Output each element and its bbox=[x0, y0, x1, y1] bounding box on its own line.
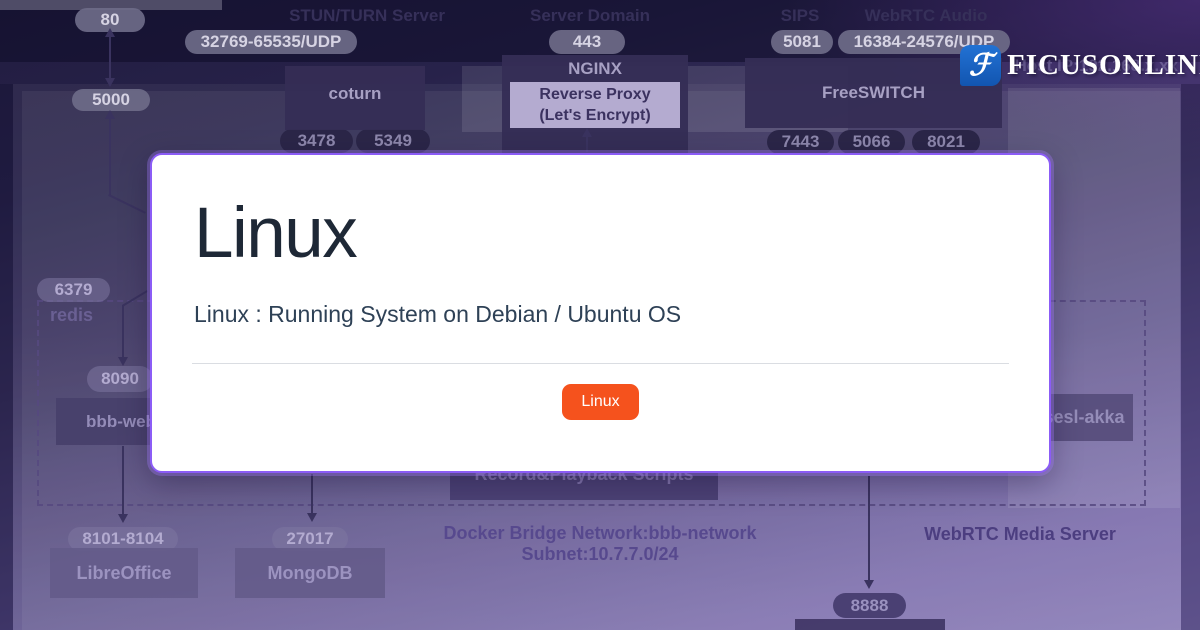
port-pill-5000: 5000 bbox=[72, 89, 150, 111]
arrow-to-8888-line bbox=[868, 476, 870, 583]
card-actions: Linux bbox=[152, 383, 1049, 420]
arrowhead-down-icon bbox=[105, 78, 115, 87]
arrowhead-down-icon bbox=[118, 357, 128, 366]
label-docker-network: Docker Bridge Network:bbb-network bbox=[443, 523, 757, 543]
node-media-server-box bbox=[795, 619, 945, 630]
port-pill-3478: 3478 bbox=[280, 129, 353, 153]
label-host-ip: Host IP:192.168.x.xx bbox=[1014, 56, 1178, 75]
arrow-to-mongodb-line bbox=[311, 474, 313, 516]
label-webrtc-audio: WebRTC Audio bbox=[864, 6, 988, 25]
right-edge-strip bbox=[1181, 84, 1200, 630]
label-docker-subnet: Subnet:10.7.7.0/24 bbox=[521, 544, 679, 564]
top-left-bar bbox=[0, 0, 222, 10]
reverse-proxy-line2: (Let's Encrypt) bbox=[539, 107, 651, 124]
arrow-into-5000-line bbox=[109, 117, 111, 195]
port-pill-8101-8104: 8101-8104 bbox=[68, 527, 178, 551]
arrow-redis-8090-line bbox=[122, 305, 124, 360]
port-pill-5349: 5349 bbox=[356, 129, 430, 153]
arrowhead-down-icon bbox=[307, 513, 317, 522]
port-pill-5081: 5081 bbox=[771, 30, 833, 54]
port-pill-8021: 8021 bbox=[912, 130, 980, 154]
node-mongodb: MongoDB bbox=[235, 548, 385, 598]
label-server-domain: Server Domain bbox=[530, 6, 650, 25]
node-freeswitch: FreeSWITCH bbox=[745, 58, 1002, 128]
label-redis: redis bbox=[50, 305, 94, 325]
arrowhead-down-icon bbox=[864, 580, 874, 589]
label-webrtc-media-server: WebRTC Media Server bbox=[924, 524, 1116, 544]
left-edge-strip bbox=[0, 84, 13, 630]
port-pill-6379: 6379 bbox=[37, 278, 110, 302]
card-title: Linux bbox=[194, 194, 358, 273]
arrowhead-down-icon bbox=[118, 514, 128, 523]
port-pill-27017: 27017 bbox=[272, 527, 348, 551]
card-subtitle: Linux : Running System on Debian / Ubunt… bbox=[194, 300, 682, 327]
arrowhead-up-icon bbox=[582, 128, 592, 137]
link-preview-card: Linux Linux : Running System on Debian /… bbox=[150, 153, 1051, 473]
node-libreoffice: LibreOffice bbox=[50, 548, 198, 598]
node-nginx: NGINX Reverse Proxy (Let's Encrypt) bbox=[502, 55, 688, 153]
port-pill-7443: 7443 bbox=[767, 130, 834, 154]
arrowhead-up-icon bbox=[105, 28, 115, 37]
brand-logo[interactable]: ℱ FICUSONLINE bbox=[960, 45, 1200, 86]
brand-logo-icon: ℱ bbox=[960, 45, 1001, 86]
port-pill-5066: 5066 bbox=[838, 130, 905, 154]
arrow-to-proxy-line bbox=[586, 135, 588, 152]
label-sips: SIPS bbox=[780, 6, 820, 25]
arrow-to-libreoffice-line bbox=[122, 446, 124, 517]
node-coturn: coturn bbox=[285, 66, 425, 130]
arrow-80-5000-line bbox=[109, 33, 111, 83]
port-pill-8090: 8090 bbox=[87, 366, 153, 392]
port-pill-443: 443 bbox=[549, 30, 625, 54]
brand-initial: ℱ bbox=[968, 49, 993, 82]
arrowhead-up-icon bbox=[105, 110, 115, 119]
linux-button[interactable]: Linux bbox=[562, 383, 639, 420]
port-pill-stun-udp: 32769-65535/UDP bbox=[185, 30, 357, 54]
card-divider bbox=[192, 362, 1009, 364]
brand-name: FICUSONLINE bbox=[1007, 49, 1200, 81]
node-nginx-label: NGINX bbox=[568, 59, 622, 78]
port-pill-8888: 8888 bbox=[833, 593, 906, 618]
node-reverse-proxy: Reverse Proxy (Let's Encrypt) bbox=[510, 82, 680, 128]
reverse-proxy-line1: Reverse Proxy bbox=[539, 86, 651, 103]
label-stun-turn-server: STUN/TURN Server bbox=[289, 6, 445, 25]
